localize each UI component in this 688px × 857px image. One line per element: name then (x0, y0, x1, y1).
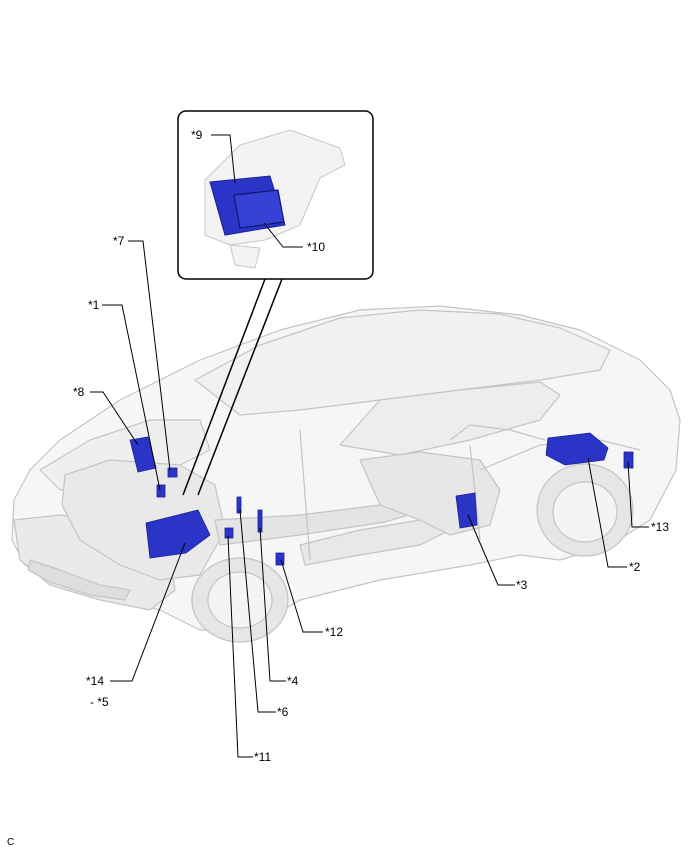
components-highlighted (129, 432, 634, 566)
callout-9: *9 (191, 128, 203, 142)
callout-7: *7 (113, 234, 125, 248)
callout-1: *1 (88, 298, 100, 312)
callout-6: *6 (277, 705, 289, 719)
component-12 (275, 552, 285, 566)
callout-13: *13 (651, 520, 670, 534)
callout-11: *11 (254, 750, 272, 764)
component-7 (167, 467, 178, 478)
callout-5: - *5 (90, 695, 109, 709)
callout-14: *14 (86, 674, 105, 688)
component-3 (455, 492, 478, 529)
component-8 (129, 436, 157, 473)
callout-10: *10 (307, 240, 326, 254)
component-11 (224, 527, 234, 539)
car-illustration (11, 305, 681, 643)
component-10 (233, 189, 285, 229)
callout-3: *3 (516, 578, 528, 592)
callout-4: *4 (287, 674, 299, 688)
component-6 (236, 496, 242, 514)
callout-2: *2 (629, 560, 641, 574)
figure-code: C (7, 837, 15, 848)
leader-lines (90, 240, 649, 758)
component-1 (156, 484, 166, 498)
component-2 (545, 432, 609, 466)
inset-detail (177, 110, 374, 280)
component-14 (145, 509, 211, 559)
callout-8: *8 (73, 385, 85, 399)
callout-12: *12 (325, 625, 344, 639)
